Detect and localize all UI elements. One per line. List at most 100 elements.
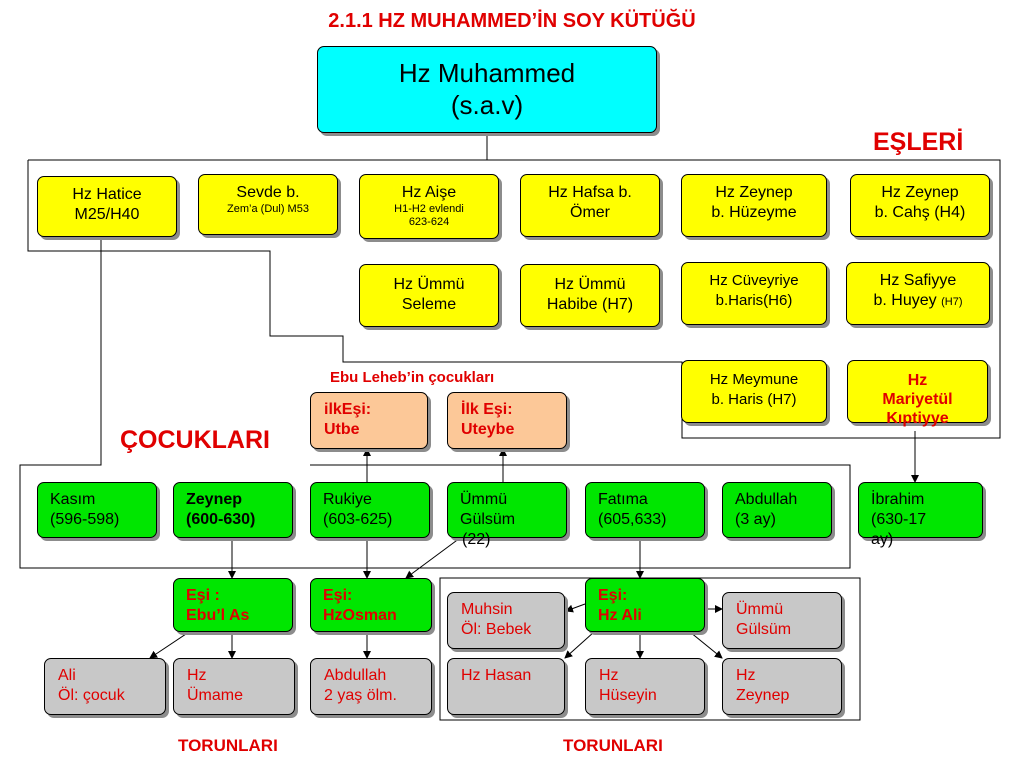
wife-aise-married: H1-H2 evlendi xyxy=(394,203,464,215)
ali-to-muhsin-arrow xyxy=(565,603,586,613)
child-zeynep: Zeynep (600-630) xyxy=(173,482,293,538)
child-ibrahim-name: İbrahim xyxy=(871,491,925,508)
child-rukiye-dates: (603-625) xyxy=(323,511,393,528)
wife-mariye-l2: Mariyetül xyxy=(882,391,953,408)
spouse-ali-l2: Hz Ali xyxy=(598,607,642,624)
child-rukiye: Rukiye (603-625) xyxy=(310,482,430,538)
child-ummu-gulsum-l1: Ümmü xyxy=(460,491,508,508)
abu-lahab-son-utbe: ilkEşi: Utbe xyxy=(310,392,428,449)
wife-safiyye-father: b. Huyey xyxy=(873,292,937,309)
wife-ummu-seleme: Hz Ümmü Seleme xyxy=(359,264,499,327)
spouse-ebul-as-l2: Ebu’l As xyxy=(186,607,250,624)
wife-hafsa-name: Hz Hafsa b. xyxy=(548,184,632,201)
grandchild-zeynep-l2: Zeynep xyxy=(736,687,790,704)
grandchild-muhsin-note: Öl: Bebek xyxy=(461,621,532,638)
child-fatima-dates: (605,633) xyxy=(598,511,667,528)
child-fatima-name: Fatıma xyxy=(598,491,648,508)
grandchild-huseyin: Hz Hüseyin xyxy=(585,658,705,715)
child-abdullah-name: Abdullah xyxy=(735,491,798,508)
spouse-osman-l2: HzOsman xyxy=(323,607,397,624)
wife-meymune: Hz Meymune b. Haris (H7) xyxy=(681,360,827,423)
ali-to-zeynep-arrow xyxy=(689,631,723,659)
grandchild-umame: Hz Ümame xyxy=(173,658,295,715)
root-name: Hz Muhammed xyxy=(398,58,576,88)
grandchildren-left-label: TORUNLARI xyxy=(178,736,278,755)
root-node-muhammed: Hz Muhammed (s.a.v) xyxy=(317,46,657,133)
hatice-connector xyxy=(84,237,102,466)
grandchild-abdullah-name: Abdullah xyxy=(324,667,387,684)
wife-zeynep-cahs-father: b. Cahş (H4) xyxy=(874,204,966,221)
wife-ummu-seleme-l1: Hz Ümmü xyxy=(393,276,465,293)
uteybe-l2: Uteybe xyxy=(461,421,515,438)
wife-hatice: Hz Hatice M25/H40 xyxy=(37,176,177,237)
wife-ummu-habibe: Hz Ümmü Habibe (H7) xyxy=(520,264,660,327)
grandchild-muhsin-name: Muhsin xyxy=(461,601,513,618)
grandchild-hasan: Hz Hasan xyxy=(447,658,565,715)
ebulas-to-ali-arrow xyxy=(149,627,196,659)
ummugulsum-to-osman-arrow xyxy=(405,537,461,579)
abu-lahab-son-uteybe: İlk Eşi: Uteybe xyxy=(447,392,567,449)
wife-zeynep-cahs: Hz Zeynep b. Cahş (H4) xyxy=(850,174,990,237)
wife-hatice-dates: M25/H40 xyxy=(74,206,140,223)
grandchild-ali-note: Öl: çocuk xyxy=(58,687,125,704)
grandchildren-right-label: TORUNLARI xyxy=(563,736,663,755)
utbe-l1: ilkEşi: xyxy=(324,401,372,418)
wife-safiyye: Hz Safiyye b. Huyey (H7) xyxy=(846,262,990,325)
wife-cuveyriye-name: Hz Cüveyriye xyxy=(709,272,799,289)
wife-mariye-l1: Hz xyxy=(907,372,928,389)
grandchild-ummu-gulsum-l2: Gülsüm xyxy=(736,621,792,638)
wife-sevde: Sevde b. Zem’a (Dul) M53 xyxy=(198,174,338,235)
grandchild-ummu-gulsum-l1: Ümmü xyxy=(736,601,784,618)
wife-mariye: Hz Mariyetül Kıptiyye xyxy=(847,360,988,427)
utbe-l2: Utbe xyxy=(324,421,360,438)
child-kasim-name: Kasım xyxy=(50,491,96,508)
grandchild-muhsin: Muhsin Öl: Bebek xyxy=(447,592,565,649)
wife-aise-years: 623-624 xyxy=(408,216,450,228)
wife-hafsa: Hz Hafsa b. Ömer xyxy=(520,174,660,237)
wives-label: EŞLERİ xyxy=(873,128,964,156)
root-honorific: (s.a.v) xyxy=(450,90,524,120)
child-kasim: Kasım (596-598) xyxy=(37,482,157,538)
wife-cuveyriye-father: b.Haris(H6) xyxy=(715,292,793,309)
child-zeynep-dates: (600-630) xyxy=(186,511,256,528)
wife-aise: Hz Aişe H1-H2 evlendi 623-624 xyxy=(359,174,499,239)
child-abdullah: Abdullah (3 ay) xyxy=(722,482,832,538)
wife-ummu-habibe-l2: Habibe (H7) xyxy=(546,296,634,313)
spouse-ebul-as-l1: Eşi : xyxy=(186,587,220,604)
wife-sevde-name: Sevde b. xyxy=(236,184,300,201)
grandchild-abdullah: Abdullah 2 yaş ölm. xyxy=(310,658,432,715)
child-ummu-gulsum: Ümmü Gülsüm (22) xyxy=(447,482,567,548)
wife-mariye-l3: Kıptiyye xyxy=(886,410,949,427)
wife-zeynep-huzeyme-father: b. Hüzeyme xyxy=(711,204,797,221)
child-ibrahim-dates: (630-17 xyxy=(871,511,927,528)
wife-zeynep-huzeyme: Hz Zeynep b. Hüzeyme xyxy=(681,174,827,237)
child-fatima: Fatıma (605,633) xyxy=(585,482,705,538)
grandchild-zeynep-l1: Hz xyxy=(736,667,756,684)
child-kasim-dates: (596-598) xyxy=(50,511,120,528)
wife-ummu-seleme-l2: Seleme xyxy=(401,296,457,313)
wife-safiyye-father-line: b. Huyey (H7) xyxy=(847,291,989,312)
child-ummu-gulsum-l2: Gülsüm xyxy=(460,511,516,528)
abu-lahab-label: Ebu Leheb’in çocukları xyxy=(330,369,495,386)
grandchild-ali: Ali Öl: çocuk xyxy=(44,658,166,715)
child-ummu-gulsum-age: (22) xyxy=(462,531,491,548)
page-title: 2.1.1 HZ MUHAMMED’İN SOY KÜTÜĞÜ xyxy=(328,10,696,32)
grandchild-ummu-gulsum: Ümmü Gülsüm xyxy=(722,592,842,649)
grandchild-ali-name: Ali xyxy=(58,667,76,684)
grandchild-abdullah-note: 2 yaş ölm. xyxy=(324,687,397,704)
wife-ummu-habibe-l1: Hz Ümmü xyxy=(554,276,626,293)
wife-zeynep-huzeyme-name: Hz Zeynep xyxy=(715,184,793,201)
wife-aise-name: Hz Aişe xyxy=(401,184,457,201)
wife-safiyye-name: Hz Safiyye xyxy=(879,272,957,289)
grandchild-huseyin-l2: Hüseyin xyxy=(599,687,657,704)
child-ibrahim: İbrahim (630-17 ay) xyxy=(858,482,983,548)
wife-sevde-detail: Zem’a (Dul) M53 xyxy=(227,203,309,215)
spouse-osman: Eşi: HzOsman xyxy=(310,578,432,632)
wife-hafsa-father: Ömer xyxy=(570,204,610,221)
wife-hatice-name: Hz Hatice xyxy=(72,186,142,203)
grandchild-huseyin-l1: Hz xyxy=(599,667,619,684)
spouse-ali: Eşi: Hz Ali xyxy=(585,578,705,632)
wife-safiyye-year: (H7) xyxy=(941,296,963,308)
ali-to-hasan-arrow xyxy=(564,631,595,659)
children-label: ÇOCUKLARI xyxy=(120,426,270,454)
